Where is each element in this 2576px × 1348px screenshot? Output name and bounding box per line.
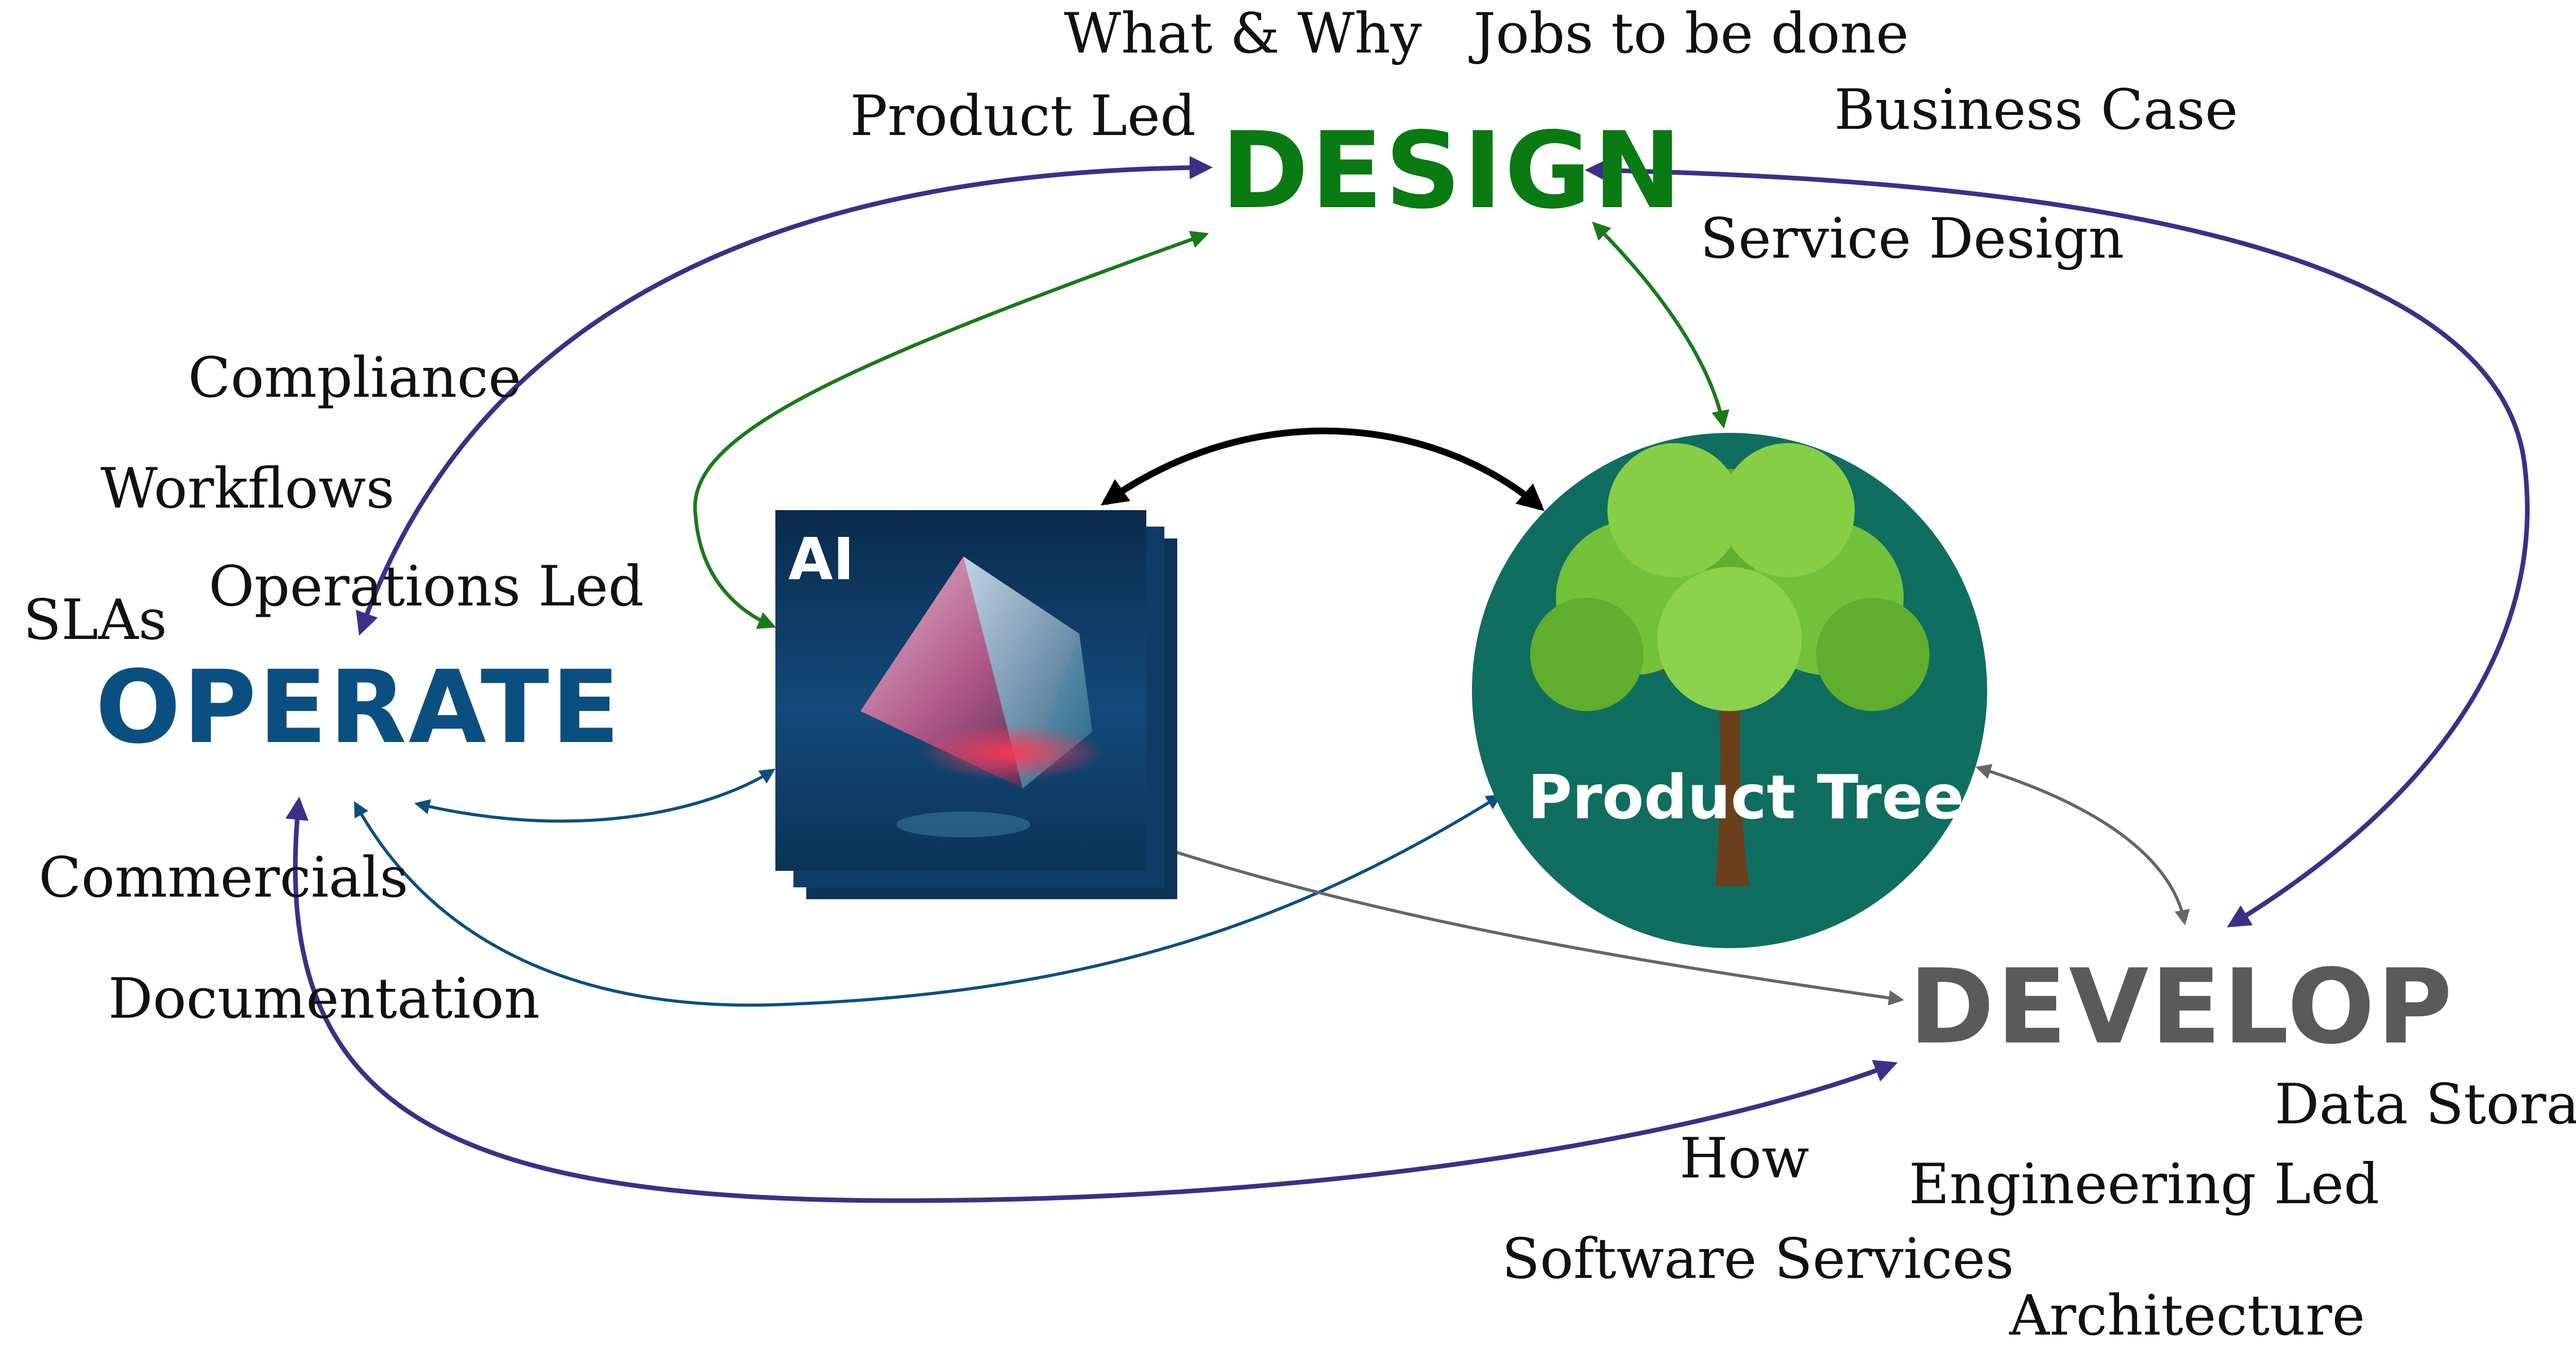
term-software-services: Software Services [1502, 1227, 2014, 1291]
cube-glow [920, 724, 1105, 781]
arrow-operate-develop [285, 797, 1898, 1203]
arrow-design-operate [355, 156, 1213, 636]
term-commercials: Commercials [39, 846, 409, 910]
arrow-design-develop [1585, 159, 2530, 928]
term-product-led: Product Led [850, 84, 1196, 148]
arrow-design-tree [1592, 222, 1730, 429]
term-compliance: Compliance [188, 346, 521, 410]
operate-title: OPERATE [95, 649, 622, 766]
term-engineering-led: Engineering Led [1909, 1152, 2380, 1217]
arrow-ai-develop [1151, 841, 1904, 1006]
term-documentation: Documentation [108, 967, 540, 1031]
term-jobs-to-be-done: Jobs to be done [1473, 2, 1909, 66]
arrow-tree-develop [1975, 764, 2190, 925]
design-title: DESIGN [1221, 110, 1684, 232]
term-how: How [1680, 1126, 1809, 1191]
term-slas: SLAs [23, 588, 167, 652]
ai-label: AI [788, 526, 855, 593]
tree-trunk [1716, 675, 1749, 886]
product-tree-label: Product Tree [1528, 762, 1964, 833]
term-business-case: Business Case [1834, 78, 2238, 142]
term-architecture: Architecture [2009, 1284, 2365, 1348]
arrow-design-ai [693, 230, 1209, 629]
term-service-design: Service Design [1700, 207, 2124, 271]
term-what-why: What & Why [1064, 2, 1422, 66]
cube-reflection [896, 812, 1030, 837]
develop-title: DEVELOP [1909, 947, 2454, 1067]
tree-canopy [1530, 443, 1929, 711]
term-workflows: Workflows [100, 457, 395, 521]
arrow-ai-tree [1100, 427, 1545, 511]
term-data-storage: Data Storage [2275, 1072, 2576, 1137]
term-operations-led: Operations Led [209, 554, 644, 619]
